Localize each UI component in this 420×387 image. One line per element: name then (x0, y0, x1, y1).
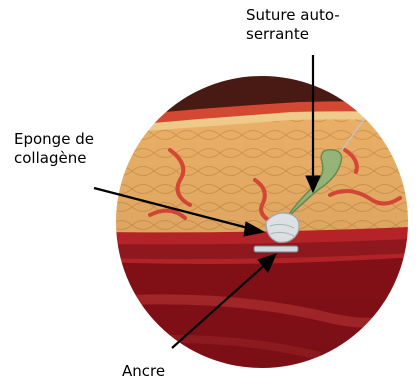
label-eponge-line1: Eponge de (14, 130, 94, 149)
label-suture-line2: serrante (246, 25, 340, 44)
label-suture: Suture auto- serrante (246, 6, 340, 44)
label-collagen-sponge: Eponge de collagène (14, 130, 94, 168)
label-anchor: Ancre (122, 362, 165, 381)
shading (100, 60, 420, 383)
magnified-view (100, 60, 420, 383)
label-suture-line1: Suture auto- (246, 6, 340, 25)
label-eponge-line2: collagène (14, 149, 94, 168)
